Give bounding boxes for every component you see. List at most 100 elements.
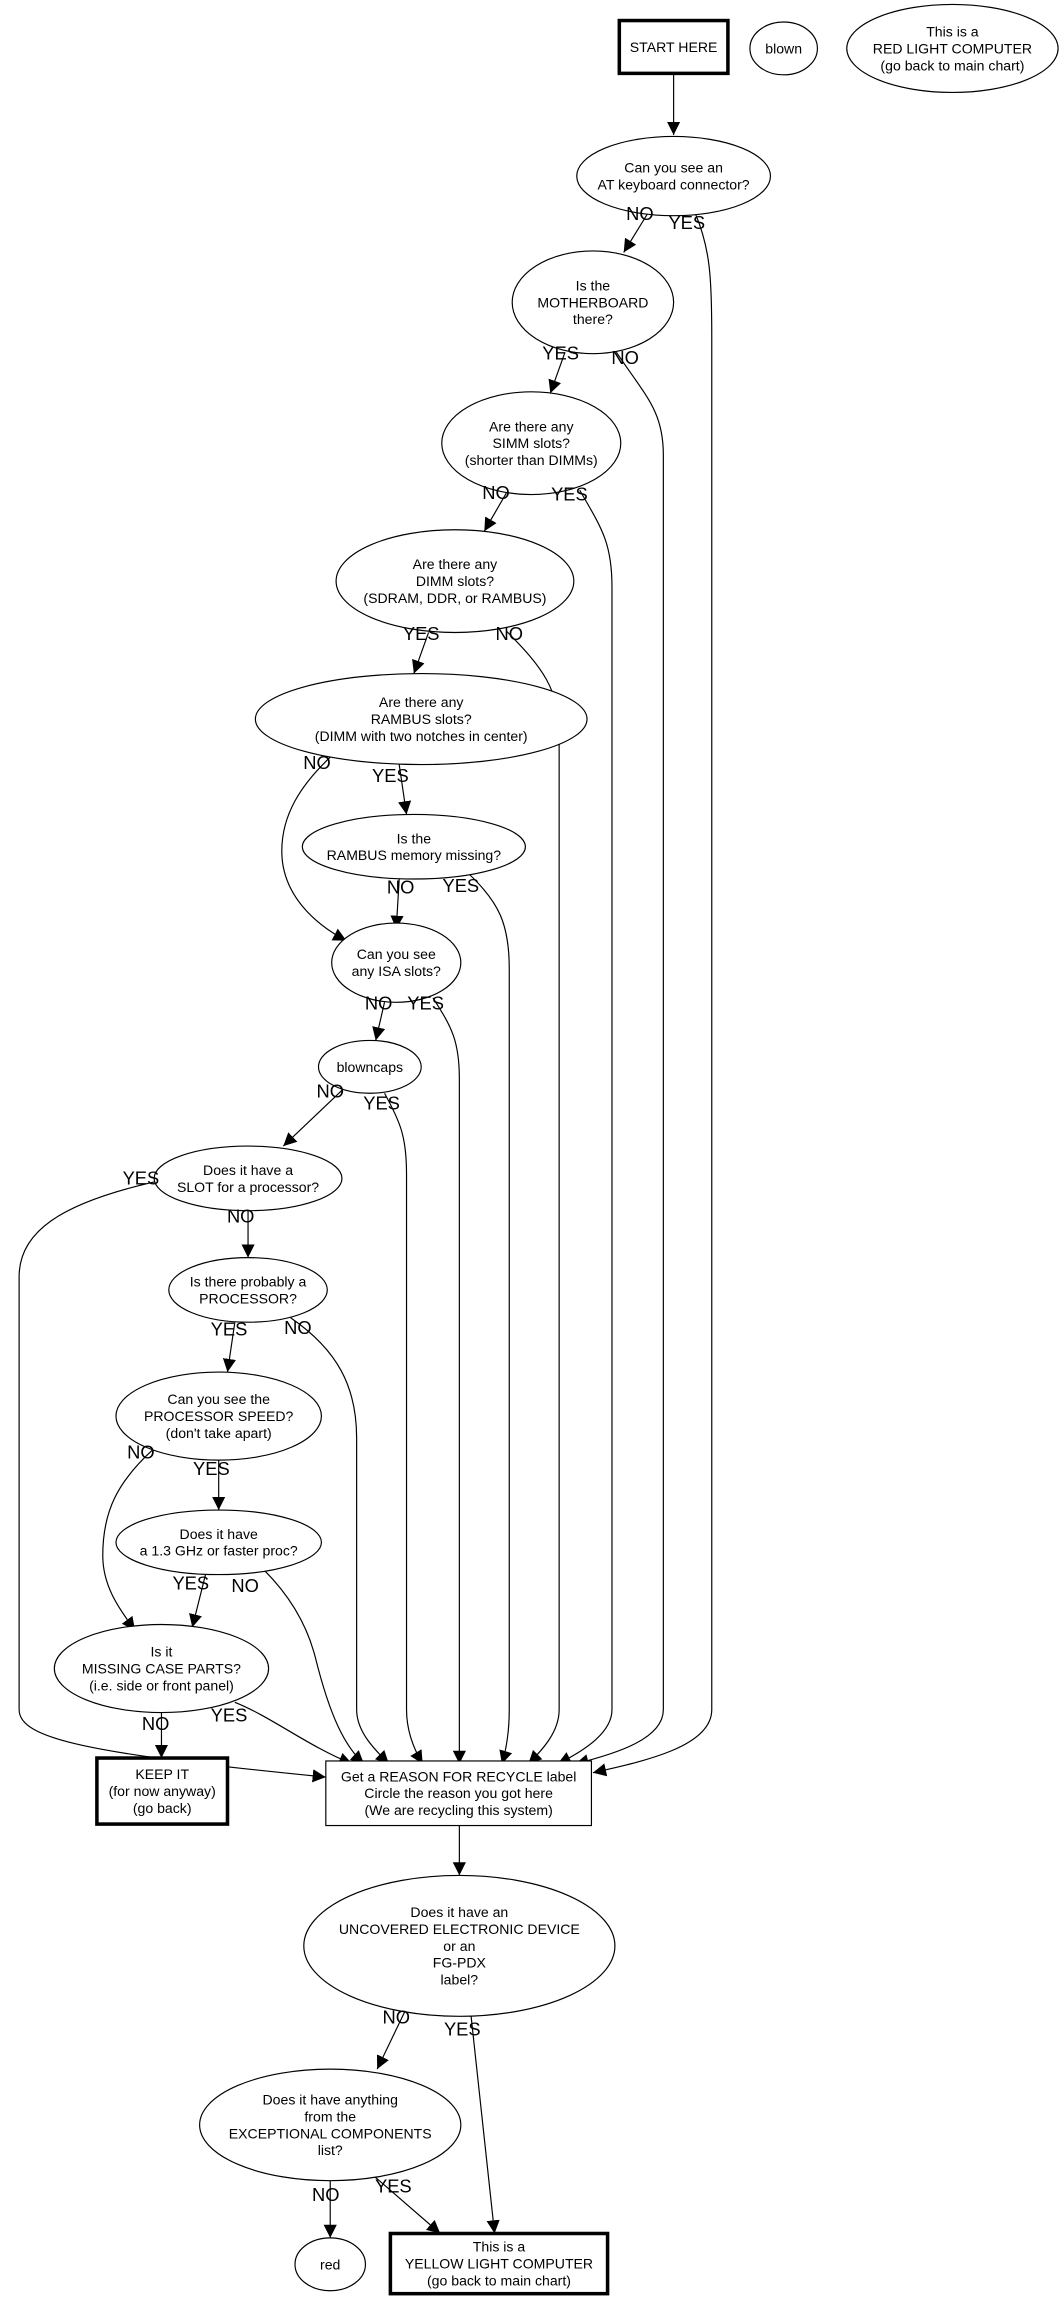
ellipse-shape [303, 1874, 616, 2017]
node-text-line: from the [304, 2108, 356, 2124]
node-text-line: UNCOVERED ELECTRONIC DEVICE [339, 1921, 580, 1937]
edge-isa-to-reason [432, 997, 466, 1764]
edge-label-no: NO [303, 752, 331, 773]
node-text-line: EXCEPTIONAL COMPONENTS [229, 2125, 432, 2141]
edge-rambus_slots-to-rambus_missing [398, 764, 412, 815]
edge-label-no: NO [316, 1081, 344, 1102]
node-text-line: (SDRAM, DDR, or RAMBUS) [363, 590, 546, 606]
node-text-line: there? [573, 311, 613, 327]
edge-dimm-to-rambus_slots [412, 632, 430, 674]
ellipse-shape [301, 813, 526, 880]
node-text-line: This is a [473, 2239, 526, 2255]
node-text-line: KEEP IT [135, 1766, 189, 1782]
node-text-line: Are there any [379, 694, 464, 710]
edge-label-yes: YES [442, 875, 479, 896]
node-text-line: RAMBUS slots? [371, 711, 472, 727]
edge-label-yes: YES [193, 1458, 230, 1479]
edge-label-yes: YES [363, 1092, 400, 1113]
edge-ghz-to-case_parts [189, 1574, 207, 1628]
edge-label-yes: YES [407, 993, 444, 1014]
ellipse-shape [153, 1145, 343, 1212]
ellipse-shape [576, 135, 772, 217]
edge-label-yes: YES [403, 623, 440, 644]
node-text-line: MISSING CASE PARTS? [82, 1661, 241, 1677]
ellipse-shape [294, 2237, 367, 2292]
edge-label-no: NO [482, 482, 510, 503]
edge-label-yes: YES [372, 765, 409, 786]
node-text-line: (go back) [133, 1800, 192, 1816]
edge-motherboard-to-reason [575, 351, 664, 1768]
edge-label-yes: YES [211, 1704, 248, 1725]
node-text-line: (DIMM with two notches in center) [315, 728, 528, 744]
edge-label-no: NO [387, 877, 415, 898]
edge-label-no: NO [227, 1205, 255, 1226]
edge-processor-to-processor_speed [222, 1322, 236, 1373]
edge-label-no: NO [383, 2007, 411, 2028]
node-text-line: (We are recycling this system) [364, 1802, 552, 1818]
node-text-line: Does it have [180, 1526, 258, 1542]
edge-label-no: NO [496, 623, 524, 644]
edge-label-no: NO [611, 347, 639, 368]
node-text-line: This is a [926, 24, 979, 40]
node-text-line: blowncaps [337, 1059, 404, 1075]
node-text-line: label? [441, 1972, 479, 1988]
node-text-line: Is there probably a [190, 1273, 307, 1289]
edge-simm-to-dimm [483, 492, 507, 532]
node-text-line: DIMM slots? [416, 573, 494, 589]
node-text-line: Does it have anything [263, 2092, 398, 2108]
ellipse-shape [317, 1039, 422, 1094]
node-text-line: Are there any [489, 418, 574, 434]
node-text-line: (i.e. side or front panel) [89, 1677, 234, 1693]
edge-label-yes: YES [668, 212, 705, 233]
node-text-line: Is it [151, 1644, 173, 1660]
node-text-line: Does it have an [410, 1904, 508, 1920]
edge-label-yes: YES [444, 2018, 481, 2039]
edge-processor-to-reason [290, 1317, 390, 1765]
node-text-line: FG-PDX [433, 1955, 487, 1971]
node-text-line: Can you see the [167, 1391, 270, 1407]
node-text-line: Does it have a [203, 1162, 293, 1178]
edge-at_keyboard-to-motherboard [623, 213, 648, 253]
node-text-line: MOTHERBOARD [537, 294, 648, 310]
edge-label-yes: YES [123, 1167, 160, 1188]
edge-label-no: NO [231, 1575, 259, 1596]
edge-label-no: NO [127, 1442, 155, 1463]
ellipse-shape [441, 391, 622, 496]
edge-processor_speed-to-case_parts [102, 1449, 154, 1631]
edge-rambus_missing-to-reason [469, 874, 513, 1765]
edge-label-yes: YES [211, 1318, 248, 1339]
node-text-line: START HERE [630, 39, 718, 55]
node-keep-it: KEEP IT(for now anyway)(go back) [95, 1756, 230, 1826]
edge-rambus_slots-to-isa [281, 756, 347, 942]
node-text-line: RAMBUS memory missing? [327, 847, 502, 863]
edge-label-yes: YES [542, 343, 579, 364]
node-text-line: Can you see an [624, 160, 723, 176]
node-blowncaps: blowncaps [317, 1039, 422, 1094]
ellipse-shape [846, 3, 1059, 94]
edge-at_keyboard-to-reason [592, 214, 713, 1777]
box-shape [325, 1760, 593, 1827]
edge-label-yes: YES [375, 2175, 412, 2196]
node-text-line: Is the [397, 830, 432, 846]
node-red: red [294, 2237, 367, 2292]
node-text-line: a 1.3 GHz or faster proc? [140, 1543, 298, 1559]
edge-blowncaps-to-reason [384, 1092, 424, 1765]
node-text-line: Are there any [413, 556, 498, 572]
node-text-line: list? [318, 2142, 343, 2158]
node-text-line: PROCESSOR? [199, 1290, 297, 1306]
node-text-line: (go back to main chart) [880, 57, 1024, 73]
edge-isa-to-blowncaps [372, 1002, 386, 1041]
box-shape [617, 18, 730, 76]
node-text-line: (shorter than DIMMs) [465, 452, 598, 468]
node-text-line: PROCESSOR SPEED? [144, 1408, 294, 1424]
ellipse-shape [511, 250, 675, 355]
